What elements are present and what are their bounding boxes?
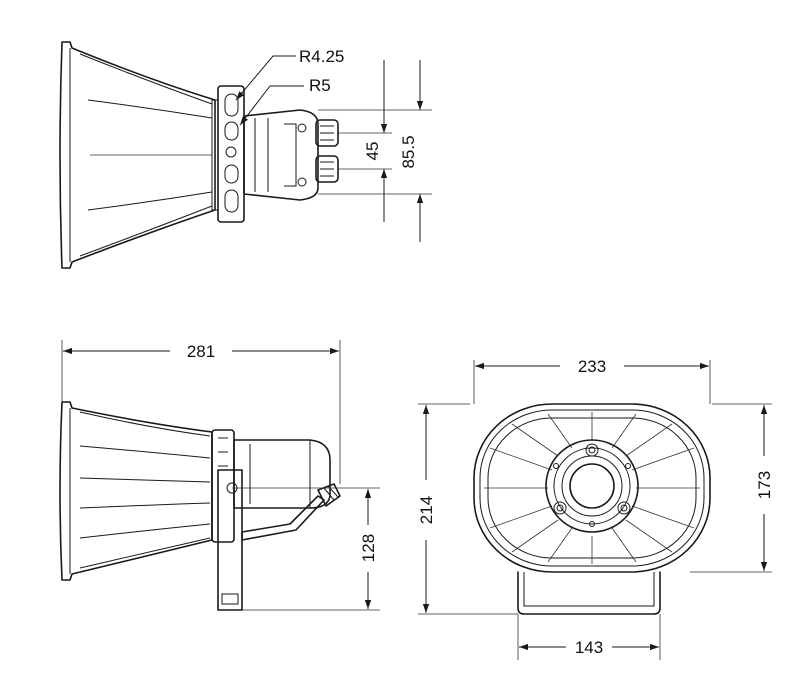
dim-width-label: 233 [578, 357, 606, 376]
radius-small-label: R5 [309, 76, 331, 95]
dim-length-label: 281 [187, 342, 215, 361]
front-view: 233 214 173 143 [417, 357, 774, 660]
dim-height-label: 214 [417, 496, 436, 524]
top-view: R4.25 R5 45 85.5 [59, 41, 432, 269]
dim-mount-height-label: 128 [359, 534, 378, 562]
dim-bracket-width-label: 143 [575, 638, 603, 657]
dim-outer-label: 85.5 [399, 135, 418, 168]
radius-large-label: R4.25 [299, 47, 344, 66]
dim-inner-label: 45 [363, 142, 382, 161]
dim-mouth-height-label: 173 [755, 471, 774, 499]
side-view: 281 128 [59, 340, 380, 611]
